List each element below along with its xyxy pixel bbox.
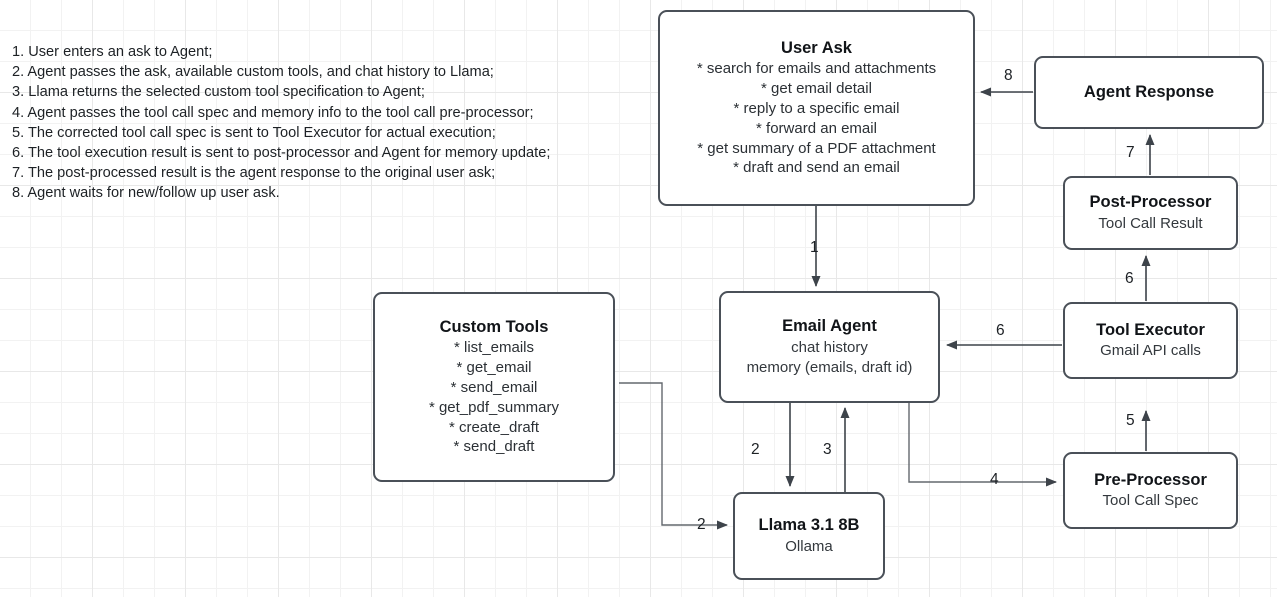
note-8: 8. Agent waits for new/follow up user as… [12, 185, 280, 202]
node-llama[interactable]: Llama 3.1 8B Ollama [733, 492, 885, 580]
process-notes: 1. User enters an ask to Agent; 2. Agent… [12, 42, 550, 204]
user-ask-item-2: * get email detail [761, 80, 872, 98]
edge-label-8: 8 [1004, 67, 1013, 84]
edge-4 [908, 402, 1057, 487]
node-user-ask[interactable]: User Ask * search for emails and attachm… [658, 10, 975, 206]
edge-label-6a: 6 [1125, 270, 1134, 287]
note-7: 7. The post-processed result is the agen… [12, 165, 496, 182]
custom-tools-item-6: * send_draft [453, 438, 535, 456]
edge-label-6b: 6 [996, 322, 1005, 339]
custom-tools-item-4: * get_pdf_summary [428, 398, 560, 416]
edge-label-2b: 2 [697, 516, 706, 533]
edge-2b [619, 382, 728, 530]
node-post-processor[interactable]: Post-Processor Tool Call Result [1063, 176, 1238, 250]
custom-tools-item-2: * get_email [456, 359, 532, 377]
custom-tools-item-3: * send_email [450, 379, 538, 397]
edge-label-5: 5 [1126, 412, 1135, 429]
note-3: 3. Llama returns the selected custom too… [12, 84, 425, 101]
node-custom-tools[interactable]: Custom Tools * list_emails * get_email *… [373, 292, 615, 482]
email-agent-title: Email Agent [782, 317, 877, 336]
user-ask-item-3: * reply to a specific email [733, 100, 900, 118]
note-1: 1. User enters an ask to Agent; [12, 44, 213, 60]
pre-processor-sub: Tool Call Spec [1102, 492, 1199, 510]
tool-executor-title: Tool Executor [1096, 320, 1205, 339]
node-tool-executor[interactable]: Tool Executor Gmail API calls [1063, 302, 1238, 379]
node-pre-processor[interactable]: Pre-Processor Tool Call Spec [1063, 452, 1238, 529]
email-agent-sub-2: memory (emails, draft id) [746, 358, 913, 376]
note-6: 6. The tool execution result is sent to … [12, 145, 551, 162]
llama-sub: Ollama [785, 537, 833, 555]
edge-label-2a: 2 [751, 441, 760, 458]
edge-label-1: 1 [810, 239, 819, 256]
user-ask-item-1: * search for emails and attachments [696, 60, 937, 78]
note-4: 4. Agent passes the tool call spec and m… [12, 104, 534, 121]
node-agent-response[interactable]: Agent Response [1034, 56, 1264, 129]
edge-label-4: 4 [990, 471, 999, 488]
email-agent-sub-1: chat history [791, 339, 868, 357]
post-processor-title: Post-Processor [1089, 193, 1212, 212]
node-email-agent[interactable]: Email Agent chat history memory (emails,… [719, 291, 940, 403]
user-ask-title: User Ask [781, 38, 852, 57]
edge-label-3: 3 [823, 441, 832, 458]
note-2: 2. Agent passes the ask, available custo… [12, 64, 494, 81]
user-ask-item-5: * get summary of a PDF attachment [697, 139, 936, 157]
agent-response-title: Agent Response [1083, 82, 1215, 101]
note-5: 5. The corrected tool call spec is sent … [12, 124, 496, 141]
custom-tools-title: Custom Tools [439, 317, 549, 336]
user-ask-item-4: * forward an email [756, 119, 877, 137]
llama-title: Llama 3.1 8B [758, 516, 860, 535]
post-processor-sub: Tool Call Result [1098, 214, 1203, 232]
edge-label-7: 7 [1126, 144, 1135, 161]
custom-tools-item-5: * create_draft [448, 418, 540, 436]
tool-executor-sub: Gmail API calls [1100, 342, 1201, 360]
custom-tools-item-1: * list_emails [453, 339, 535, 357]
pre-processor-title: Pre-Processor [1094, 470, 1207, 489]
user-ask-item-6: * draft and send an email [733, 159, 900, 177]
